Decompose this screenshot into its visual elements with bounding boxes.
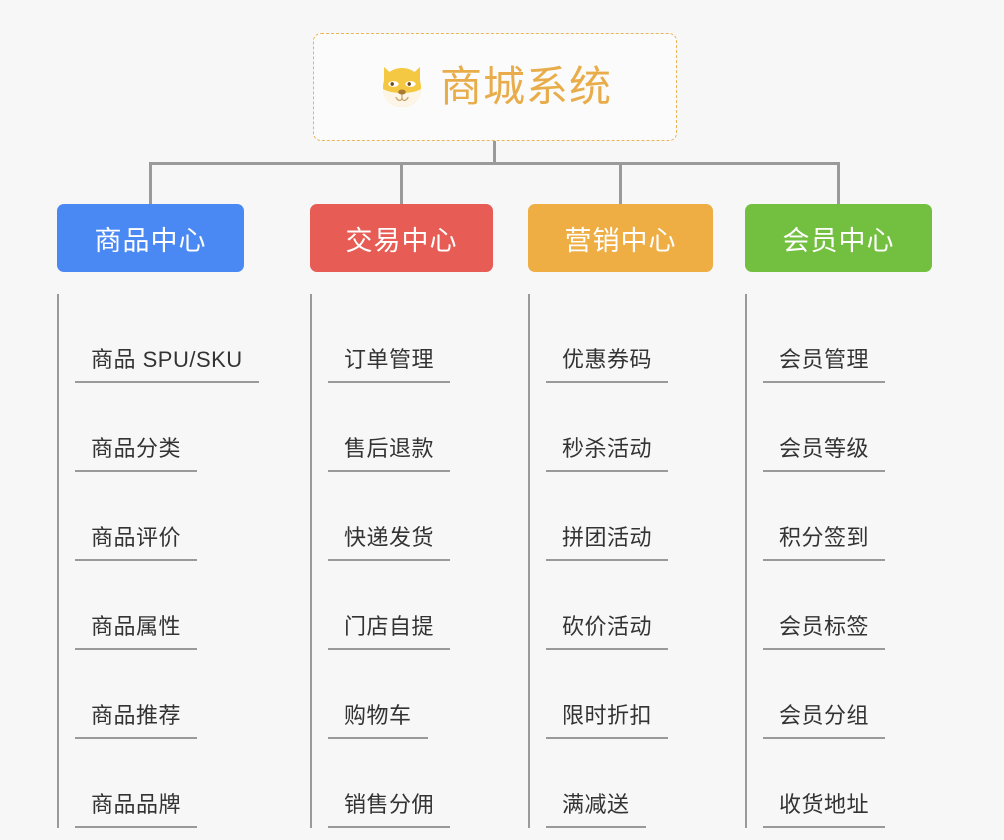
column-header-label: 交易中心	[345, 225, 458, 256]
column-header-label: 会员中心	[782, 225, 895, 256]
leaf-label: 会员标签	[763, 609, 886, 650]
list-item[interactable]: 会员管理	[763, 294, 932, 383]
list-item[interactable]: 收货地址	[763, 739, 932, 828]
leaf-label: 砍价活动	[546, 609, 669, 650]
column-header-member-center[interactable]: 会员中心	[745, 204, 932, 272]
branch-column-product-center: 商品中心 商品 SPU/SKU 商品分类 商品评价 商品属性 商品推荐 商品品牌	[57, 204, 259, 828]
leaf-label: 商品品牌	[75, 787, 198, 828]
list-item[interactable]: 限时折扣	[546, 650, 713, 739]
leaf-list: 会员管理 会员等级 积分签到 会员标签 会员分组 收货地址	[745, 294, 932, 828]
connector-drop-1	[149, 162, 152, 204]
leaf-label: 会员分组	[763, 698, 886, 739]
connector-drop-4	[837, 162, 840, 204]
connector-drop-2	[400, 162, 403, 204]
list-item[interactable]: 销售分佣	[328, 739, 493, 828]
leaf-label: 会员等级	[763, 431, 886, 472]
leaf-label: 商品分类	[75, 431, 198, 472]
list-item[interactable]: 会员分组	[763, 650, 932, 739]
leaf-label: 订单管理	[328, 342, 451, 383]
column-header-label: 商品中心	[94, 225, 207, 256]
list-item[interactable]: 积分签到	[763, 472, 932, 561]
list-item[interactable]: 会员等级	[763, 383, 932, 472]
leaf-label: 积分签到	[763, 520, 886, 561]
list-item[interactable]: 快递发货	[328, 472, 493, 561]
column-header-product-center[interactable]: 商品中心	[57, 204, 244, 272]
leaf-label: 秒杀活动	[546, 431, 669, 472]
list-item[interactable]: 满减送	[546, 739, 713, 828]
leaf-label: 商品推荐	[75, 698, 198, 739]
list-item[interactable]: 订单管理	[328, 294, 493, 383]
leaf-label: 收货地址	[763, 787, 886, 828]
leaf-label: 快递发货	[328, 520, 451, 561]
list-item[interactable]: 砍价活动	[546, 561, 713, 650]
root-title: 商城系统	[439, 63, 612, 110]
list-item[interactable]: 商品属性	[75, 561, 244, 650]
leaf-label: 售后退款	[328, 431, 451, 472]
branch-column-member-center: 会员中心 会员管理 会员等级 积分签到 会员标签 会员分组 收货地址	[745, 204, 932, 828]
list-item[interactable]: 售后退款	[328, 383, 493, 472]
leaf-label: 会员管理	[763, 342, 886, 383]
root-node[interactable]: 商城系统	[313, 33, 677, 141]
leaf-label: 拼团活动	[546, 520, 669, 561]
list-item[interactable]: 商品品牌	[75, 739, 244, 828]
connector-horizontal-bus	[149, 162, 840, 165]
list-item[interactable]: 商品分类	[75, 383, 244, 472]
leaf-label: 满减送	[546, 787, 646, 828]
list-item[interactable]: 拼团活动	[546, 472, 713, 561]
list-item[interactable]: 优惠券码	[546, 294, 713, 383]
leaf-label: 销售分佣	[328, 787, 451, 828]
leaf-label: 商品评价	[75, 520, 198, 561]
leaf-list: 订单管理 售后退款 快递发货 门店自提 购物车 销售分佣	[310, 294, 493, 828]
column-header-label: 营销中心	[564, 225, 677, 256]
list-item[interactable]: 购物车	[328, 650, 493, 739]
list-item[interactable]: 门店自提	[328, 561, 493, 650]
connector-drop-3	[619, 162, 622, 204]
column-header-trade-center[interactable]: 交易中心	[310, 204, 493, 272]
leaf-label: 商品属性	[75, 609, 198, 650]
leaf-label: 优惠券码	[546, 342, 669, 383]
leaf-label: 购物车	[328, 698, 428, 739]
branch-column-trade-center: 交易中心 订单管理 售后退款 快递发货 门店自提 购物车 销售分佣	[310, 204, 493, 828]
list-item[interactable]: 商品推荐	[75, 650, 244, 739]
leaf-list: 商品 SPU/SKU 商品分类 商品评价 商品属性 商品推荐 商品品牌	[57, 294, 259, 828]
branch-column-marketing-center: 营销中心 优惠券码 秒杀活动 拼团活动 砍价活动 限时折扣 满减送	[528, 204, 713, 828]
leaf-label: 商品 SPU/SKU	[75, 342, 259, 383]
list-item[interactable]: 秒杀活动	[546, 383, 713, 472]
leaf-label: 限时折扣	[546, 698, 669, 739]
list-item[interactable]: 会员标签	[763, 561, 932, 650]
connector-root-stem	[493, 141, 496, 165]
leaf-label: 门店自提	[328, 609, 451, 650]
list-item[interactable]: 商品评价	[75, 472, 244, 561]
dog-face-icon	[378, 64, 426, 110]
list-item[interactable]: 商品 SPU/SKU	[75, 294, 259, 383]
column-header-marketing-center[interactable]: 营销中心	[528, 204, 713, 272]
leaf-list: 优惠券码 秒杀活动 拼团活动 砍价活动 限时折扣 满减送	[528, 294, 713, 828]
